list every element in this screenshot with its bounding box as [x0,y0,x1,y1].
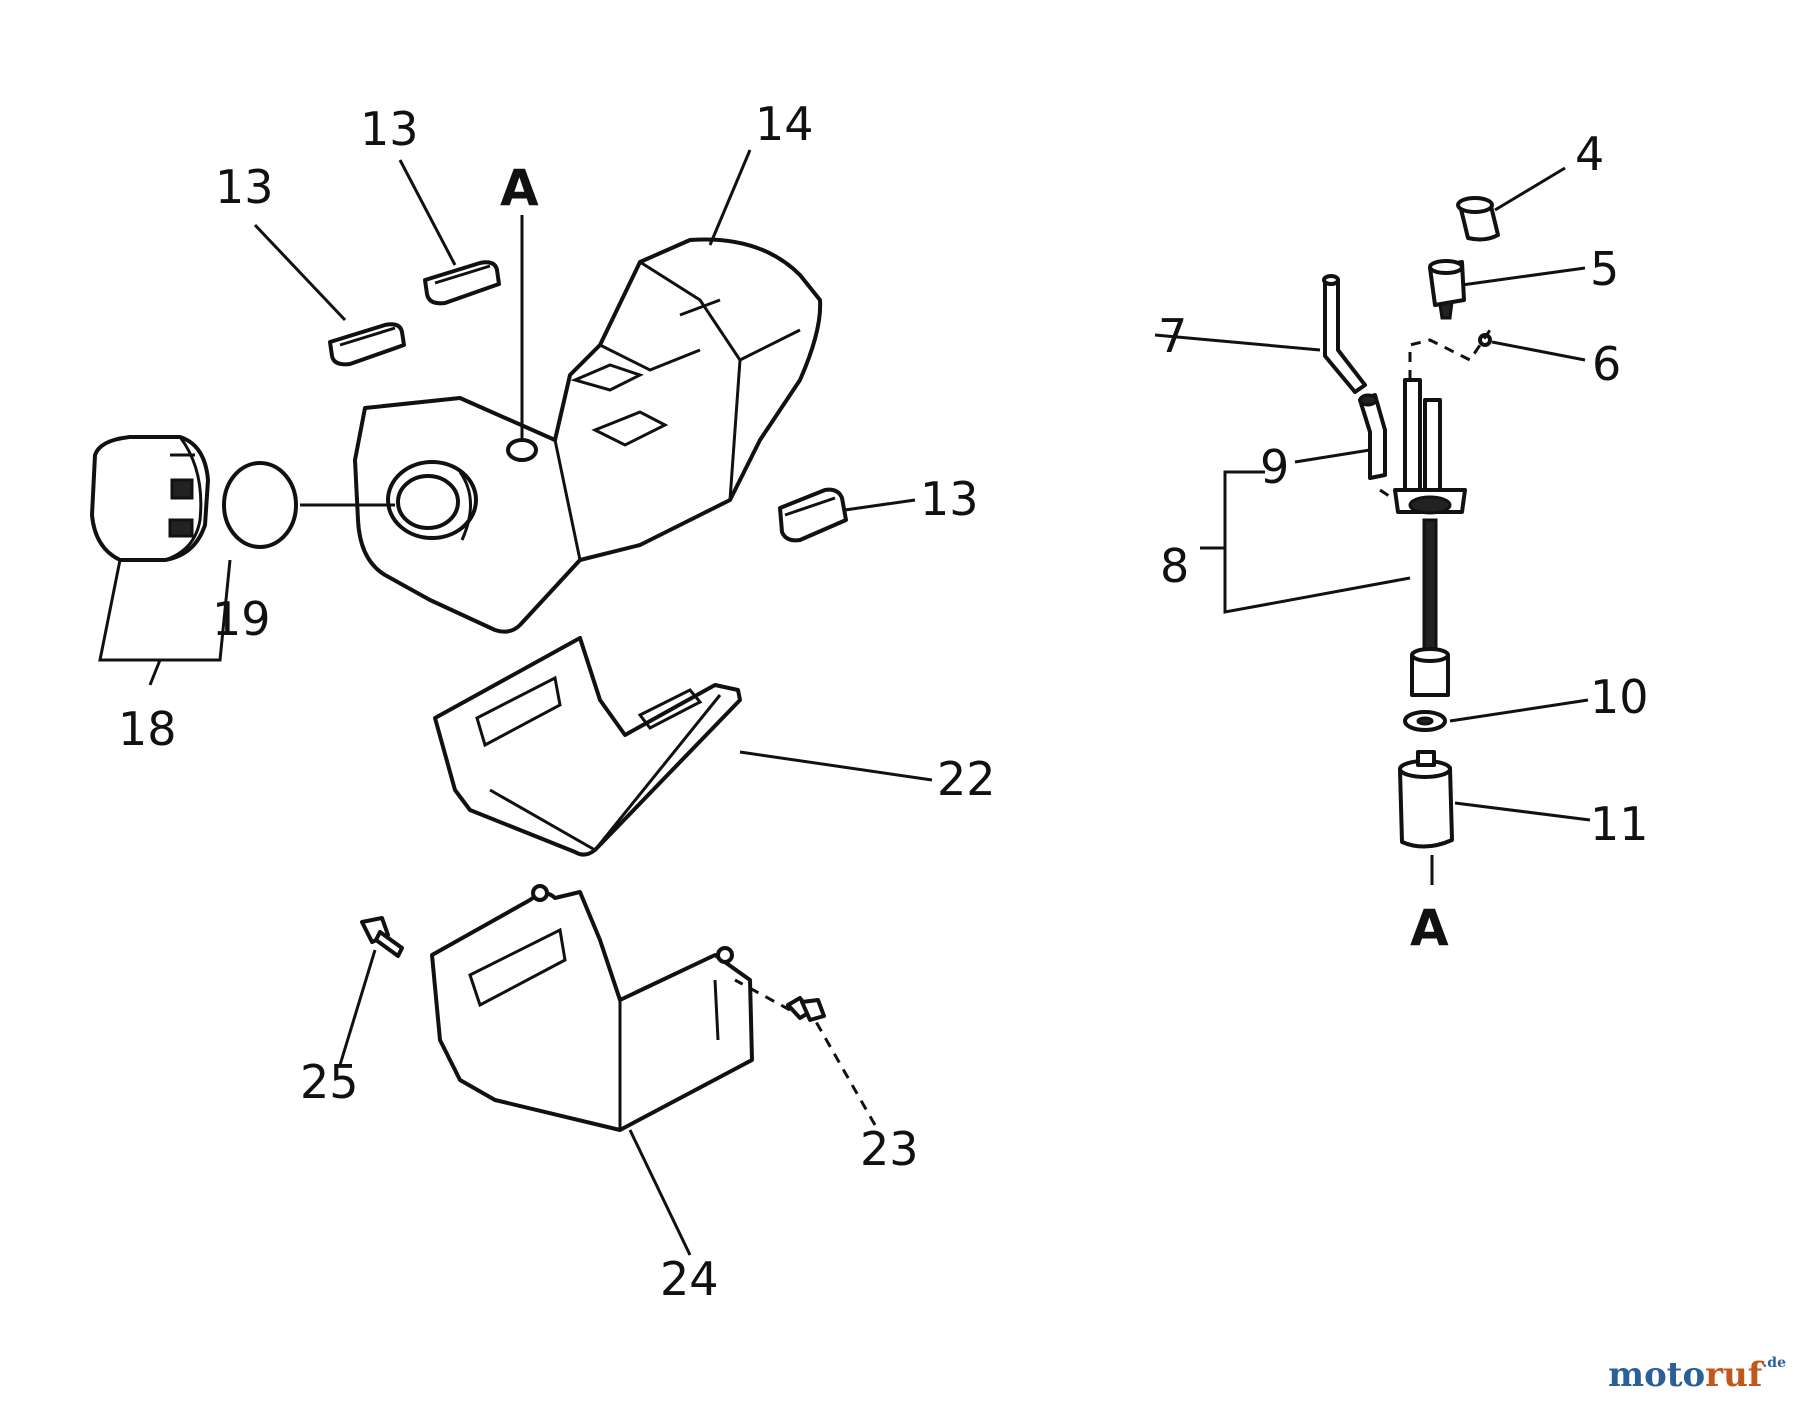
callout-24-protector: 24 [660,1252,719,1306]
pipe-7 [1322,274,1367,394]
callout-9-pipe: 9 [1260,440,1289,494]
callout-4-cap: 4 [1575,127,1604,181]
callout-14-fuel-tank: 14 [755,97,814,151]
vent-cap-4 [1456,196,1500,242]
watermark-part2: ruf [1705,1355,1763,1395]
fuel-tank-14 [353,237,823,634]
callout-A-tank: A [500,159,539,217]
screw-25 [360,916,404,958]
callout-11-filter: 11 [1590,797,1649,851]
watermark-part1: moto [1608,1355,1706,1395]
washer-10 [1403,710,1447,732]
callout-25-screw: 25 [300,1055,359,1109]
callout-5-valve: 5 [1590,242,1619,296]
callout-8-grommet: 8 [1160,539,1189,593]
callout-13-pad-left: 13 [215,160,274,214]
pipe-9 [1358,393,1387,480]
protector-24 [430,884,754,1132]
callout-6-o-ring: 6 [1592,337,1621,391]
site-watermark: motoruf.de [1608,1355,1786,1395]
protector-22 [433,636,742,857]
filter-weight [1410,647,1450,697]
grommet-assembly-8 [1379,329,1492,652]
callout-13-pad-top: 13 [360,102,419,156]
rubber-pad-13-right [778,487,848,543]
rubber-pad-13-top [423,260,501,306]
fuel-filter-11 [1398,750,1454,849]
callout-10-washer: 10 [1590,670,1649,724]
callout-18-cap: 18 [118,702,177,756]
fuel-cap-18 [90,435,210,562]
callout-13-pad-right: 13 [920,472,979,526]
watermark-suffix: .de [1762,1355,1786,1371]
cap-gasket-19 [222,461,298,549]
vent-valve-5 [1428,259,1466,320]
callout-23-screw: 23 [860,1122,919,1176]
callout-22-protector: 22 [937,752,996,806]
callout-19-gasket: 19 [212,592,271,646]
screw-23 [786,996,826,1022]
right-leader-lines [1154,166,1591,885]
callout-7-pipe: 7 [1158,309,1187,363]
callout-A-filter: A [1410,899,1449,957]
left-leader-lines [98,149,933,1256]
rubber-pad-13-left [328,322,406,367]
